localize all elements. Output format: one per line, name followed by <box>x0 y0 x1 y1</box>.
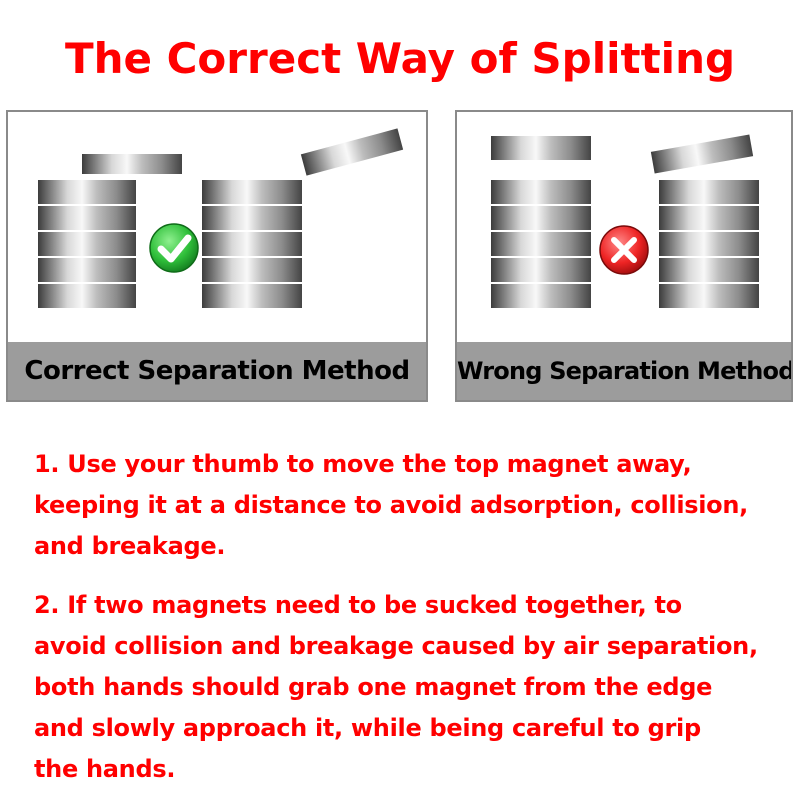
magnet-top-floating <box>491 136 591 160</box>
x-circle-icon <box>599 225 649 275</box>
instruction-1: 1. Use your thumb to move the top magnet… <box>34 444 794 567</box>
instruction-2-line: both hands should grab one magnet from t… <box>34 673 713 701</box>
instruction-1-line: keeping it at a distance to avoid adsorp… <box>34 491 748 519</box>
wrong-method-illustration <box>491 134 759 308</box>
correct-method-caption: Correct Separation Method <box>8 342 426 400</box>
instruction-1-line: 1. Use your thumb to move the top magnet… <box>34 450 692 478</box>
check-circle-icon <box>149 223 199 273</box>
instruction-2: 2. If two magnets need to be sucked toge… <box>34 585 794 790</box>
correct-method-panel: Correct Separation Method <box>6 110 428 402</box>
instruction-2-line: avoid collision and breakage caused by a… <box>34 632 758 660</box>
magnet-stack-left <box>491 180 591 308</box>
instruction-2-line: and slowly approach it, while being care… <box>34 714 701 742</box>
magnet-tilted <box>300 128 404 176</box>
magnet-stack-left <box>38 180 136 308</box>
magnet-top-separated <box>82 154 182 174</box>
instruction-2-line: 2. If two magnets need to be sucked toge… <box>34 591 682 619</box>
magnet-stack-right <box>659 180 759 308</box>
magnet-stack-right <box>202 180 302 308</box>
wrong-method-panel: Wrong Separation Method <box>455 110 793 402</box>
instruction-1-line: and breakage. <box>34 532 226 560</box>
instruction-2-line: the hands. <box>34 755 176 783</box>
page-title: The Correct Way of Splitting <box>64 34 736 83</box>
wrong-method-caption: Wrong Separation Method <box>457 342 791 400</box>
correct-method-illustration <box>38 128 404 308</box>
magnet-tilted <box>650 134 754 174</box>
